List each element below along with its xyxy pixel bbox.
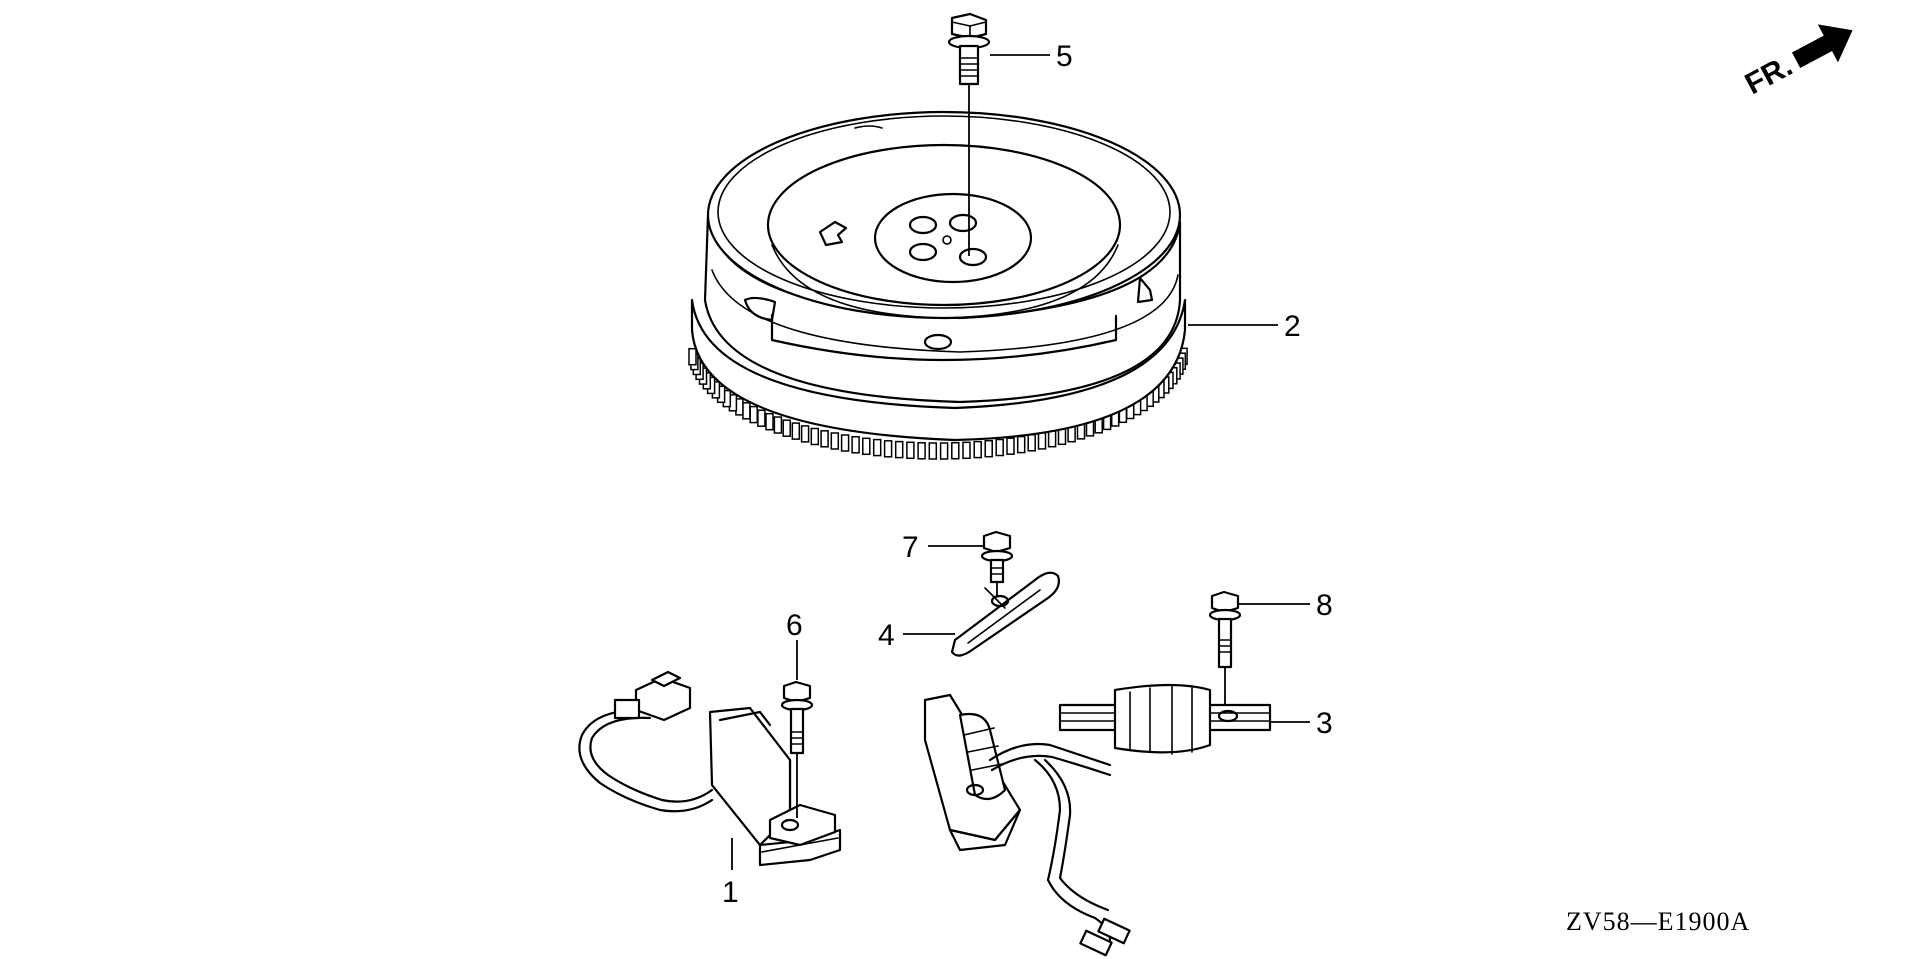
gear-tooth <box>688 347 697 366</box>
gear-tooth <box>1037 432 1047 450</box>
gear-tooth <box>984 439 993 458</box>
callout-2: 2 <box>1284 310 1301 343</box>
callout-6: 6 <box>786 609 803 642</box>
front-direction-arrow-icon <box>1791 24 1853 68</box>
clamp-bolt[interactable] <box>980 530 1014 596</box>
gear-tooth <box>951 441 960 460</box>
diagram-code: ZV58—E1900A <box>1566 907 1750 936</box>
gear-tooth <box>820 430 829 448</box>
front-marker: FR. <box>1740 24 1853 101</box>
gear-tooth <box>883 440 893 458</box>
callout-7: 7 <box>902 531 919 564</box>
front-marker-label: FR. <box>1740 49 1798 101</box>
callout-3: 3 <box>1316 707 1333 740</box>
gear-tooth <box>830 432 840 450</box>
gear-tooth <box>995 438 1004 457</box>
flywheel-bolt[interactable] <box>947 12 991 256</box>
callout-5: 5 <box>1056 40 1073 73</box>
gear-tooth <box>1006 437 1015 455</box>
flywheel[interactable] <box>688 110 1188 460</box>
pulser-coil-bolt[interactable] <box>780 680 814 818</box>
gear-tooth <box>749 405 758 424</box>
gear-tooth <box>973 440 982 459</box>
gear-tooth <box>872 438 882 457</box>
callout-leaders <box>796 54 1310 723</box>
callout-4: 4 <box>878 619 895 652</box>
gear-tooth <box>742 402 751 420</box>
pulser-coil[interactable] <box>578 670 842 870</box>
charge-coil-bolt[interactable] <box>1208 590 1242 706</box>
gear-tooth <box>862 437 871 456</box>
gear-tooth <box>1016 435 1026 454</box>
gear-tooth <box>757 409 766 427</box>
callout-1: 1 <box>722 876 739 909</box>
charge-coil[interactable] <box>923 683 1272 957</box>
gear-tooth <box>928 442 938 460</box>
gear-tooth <box>782 419 791 437</box>
gear-tooth <box>791 422 801 440</box>
gear-tooth <box>894 440 904 459</box>
gear-tooth <box>810 427 820 446</box>
gear-tooth <box>1047 429 1057 448</box>
gear-tooth <box>840 434 850 452</box>
gear-tooth <box>939 442 949 460</box>
gear-tooth <box>800 425 810 443</box>
gear-tooth <box>906 441 915 460</box>
gear-tooth <box>917 442 926 460</box>
coil-clamp[interactable] <box>950 571 1060 657</box>
callout-8: 8 <box>1316 589 1333 622</box>
gear-tooth <box>773 416 783 434</box>
gear-tooth <box>851 436 860 454</box>
gear-tooth <box>962 441 971 460</box>
gear-tooth <box>765 412 774 431</box>
gear-tooth <box>1027 434 1036 452</box>
